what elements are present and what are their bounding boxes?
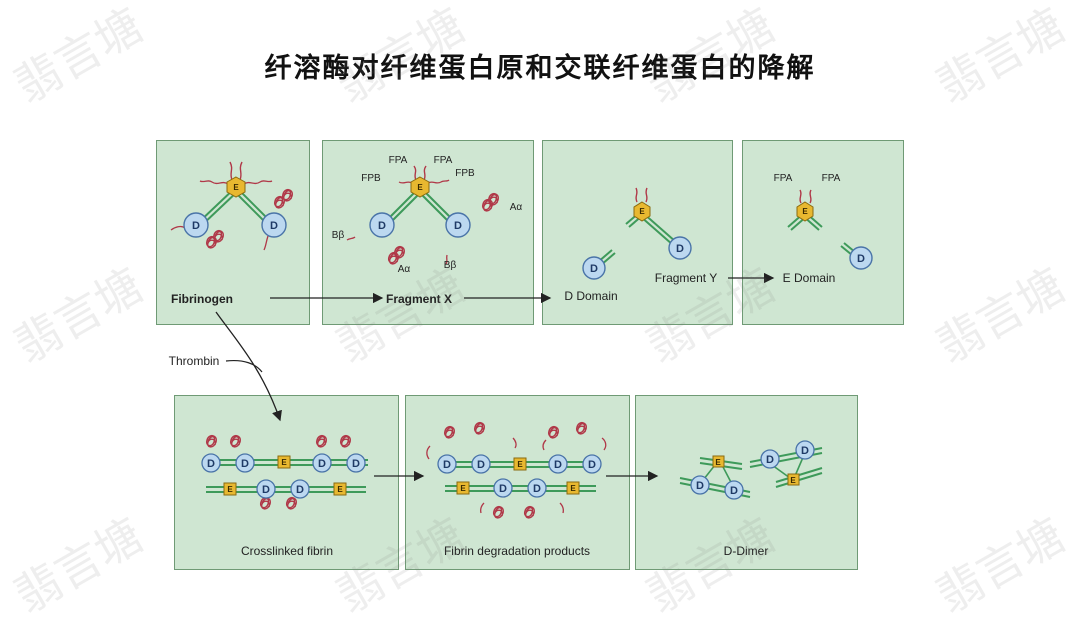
d-domain-letter: D bbox=[443, 459, 451, 471]
d-domain-letter: D bbox=[318, 458, 326, 470]
label-fragment-x: Fragment X bbox=[386, 292, 452, 306]
d-domain-letter: D bbox=[296, 484, 304, 496]
fragment-y-molecule: E D bbox=[626, 188, 691, 259]
d-domain-letter: D bbox=[192, 220, 200, 232]
d-domain-letter: D bbox=[241, 458, 249, 470]
e-domain-letter: E bbox=[337, 485, 343, 494]
d-domain-fragment: D bbox=[583, 250, 615, 279]
d-domain-letter: D bbox=[270, 220, 278, 232]
label-fpa-right: FPA bbox=[822, 173, 841, 184]
e-domain-fragment: E bbox=[788, 190, 822, 230]
e-domain-letter: E bbox=[233, 183, 239, 192]
d-domain-letter: D bbox=[477, 459, 485, 471]
e-domain-letter: E bbox=[570, 484, 576, 493]
d-domain-letter: D bbox=[676, 243, 684, 255]
e-domain-letter: E bbox=[281, 458, 287, 467]
d-domain-letter: D bbox=[590, 263, 598, 275]
e-domain-letter: E bbox=[417, 183, 423, 192]
e-domain-letter: E bbox=[460, 484, 466, 493]
d-domain-letter: D bbox=[554, 459, 562, 471]
label-b-beta-bottom: Bβ bbox=[444, 260, 457, 271]
e-domain-letter: E bbox=[802, 207, 808, 216]
label-fpa-left: FPA bbox=[774, 173, 793, 184]
label-b-beta-left: Bβ bbox=[332, 230, 345, 241]
label-fpa-right: FPA bbox=[434, 155, 453, 166]
d-domain-letter: D bbox=[207, 458, 215, 470]
crosslinked-fibrin-network: D D D D D D E E E bbox=[202, 436, 368, 509]
label-e-domain: E Domain bbox=[783, 271, 836, 285]
e-domain-letter: E bbox=[790, 476, 796, 485]
d-domain-letter: D bbox=[588, 459, 596, 471]
label-thrombin: Thrombin bbox=[169, 354, 220, 368]
label-d-domain: D Domain bbox=[564, 289, 617, 303]
d-domain-letter: D bbox=[499, 483, 507, 495]
d-domain-letter: D bbox=[857, 253, 865, 265]
d-dimer-fragments: E D D D D E bbox=[680, 441, 822, 499]
d-domain-letter: D bbox=[378, 220, 386, 232]
d-domain-letter: D bbox=[352, 458, 360, 470]
d-domain-letter: D bbox=[454, 220, 462, 232]
fibrinogen-molecule: E D D bbox=[171, 162, 292, 250]
d-domain-letter: D bbox=[696, 480, 704, 492]
label-d-dimer: D-Dimer bbox=[724, 544, 769, 558]
label-fpb-left: FPB bbox=[361, 173, 381, 184]
d-domain-letter: D bbox=[262, 484, 270, 496]
label-fpb-right: FPB bbox=[455, 168, 475, 179]
d-domain-letter: D bbox=[766, 454, 774, 466]
d-domain-letter: D bbox=[730, 485, 738, 497]
label-a-alpha-bottom: Aα bbox=[398, 264, 411, 275]
label-crosslinked-fibrin: Crosslinked fibrin bbox=[241, 544, 333, 558]
label-fibrinogen: Fibrinogen bbox=[171, 292, 233, 306]
diagram-canvas: E D D Fibrinogen E D D FPA FPA FPB FPB A… bbox=[0, 0, 1080, 608]
e-domain-letter: E bbox=[227, 485, 233, 494]
label-fragment-y: Fragment Y bbox=[655, 271, 717, 285]
d-domain-letter: D bbox=[533, 483, 541, 495]
fibrin-degradation-network: D D D D D D E E E bbox=[427, 423, 606, 518]
label-fibrin-degradation-products: Fibrin degradation products bbox=[444, 544, 590, 558]
e-domain-letter: E bbox=[715, 458, 721, 467]
e-domain-letter: E bbox=[639, 207, 645, 216]
label-a-alpha-right: Aα bbox=[510, 202, 523, 213]
d-domain-fragment: D bbox=[841, 243, 872, 269]
d-domain-letter: D bbox=[801, 445, 809, 457]
arrow-fibrinogen-to-crosslinked-fibrin bbox=[216, 312, 280, 420]
e-domain-letter: E bbox=[517, 460, 523, 469]
label-fpa-left: FPA bbox=[389, 155, 408, 166]
